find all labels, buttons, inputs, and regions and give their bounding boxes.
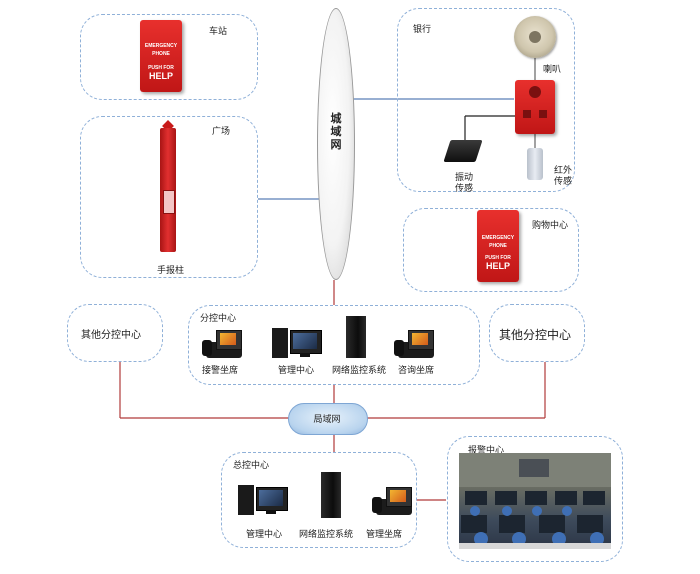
ir-sensor-label-2: 传感: [554, 177, 573, 187]
reception-seat-label: 接警坐席: [202, 366, 239, 376]
wan-label: 城域网: [330, 112, 342, 151]
alarm-center-label: 报警中心: [468, 446, 505, 456]
help-text-shop-4: HELP: [485, 261, 510, 271]
help-text-shop-2: PHONE: [489, 243, 507, 249]
net-monitor-server: [346, 316, 366, 358]
ir-sensor-device: [527, 148, 543, 180]
main-seat-label: 管理坐席: [366, 530, 403, 540]
speaker-label: 喇叭: [543, 65, 562, 75]
hand-pillar-label: 手报柱: [157, 266, 185, 276]
main-mgmt-label: 管理中心: [246, 530, 283, 540]
other-center-right-box: [489, 304, 585, 362]
station-box: [80, 14, 258, 100]
shopping-box: [403, 208, 579, 292]
help-text-2: PHONE: [152, 51, 170, 57]
square-box: [80, 116, 258, 278]
station-label: 车站: [209, 27, 228, 37]
bank-box: [397, 8, 575, 192]
alarm-center-box: [447, 436, 623, 562]
shopping-label: 购物中心: [532, 221, 569, 231]
shake-sensor-label-2: 传感: [455, 184, 474, 194]
help-text-shop-1: EMERGENCY: [481, 235, 515, 241]
consult-seat-phone: [394, 330, 434, 358]
lan-label: 局域网: [313, 415, 341, 425]
sub-center-label: 分控中心: [200, 314, 237, 324]
alarm-center-photo: [459, 453, 611, 549]
mgmt-center-label: 管理中心: [278, 366, 315, 376]
help-text-1: EMERGENCY: [144, 43, 178, 49]
main-center-label: 总控中心: [233, 461, 270, 471]
main-center-box: [221, 452, 417, 548]
other-center-left-label: 其他分控中心: [81, 330, 141, 341]
help-panel-shopping: EMERGENCY PHONE PUSH FOR HELP: [477, 210, 519, 282]
speaker-device: [514, 16, 556, 58]
wan-network: [317, 8, 355, 280]
help-text-shop-3: PUSH FOR: [485, 255, 511, 261]
help-text-3: PUSH FOR: [148, 65, 174, 71]
lan-cloud: [288, 403, 368, 435]
bank-terminal: [515, 80, 555, 134]
shake-sensor-label-1: 振动: [455, 173, 474, 183]
bank-label: 银行: [413, 25, 432, 35]
mgmt-computer: [272, 328, 322, 360]
sub-center-box: [188, 305, 480, 385]
main-mgmt-computer: [238, 485, 288, 517]
reception-seat-phone: [202, 330, 242, 358]
main-seat-phone: [372, 487, 412, 515]
net-monitor-label: 网络监控系统: [332, 366, 387, 376]
main-net-monitor-label: 网络监控系统: [299, 530, 354, 540]
other-center-right-label: 其他分控中心: [499, 328, 572, 342]
ir-sensor-label-1: 红外: [554, 166, 573, 176]
consult-seat-label: 咨询坐席: [398, 366, 435, 376]
other-center-left-box: [67, 304, 163, 362]
help-panel-station: EMERGENCY PHONE PUSH FOR HELP: [140, 20, 182, 92]
hand-alarm-pillar: [158, 120, 178, 255]
main-net-monitor-server: [321, 472, 341, 518]
square-label: 广场: [212, 127, 231, 137]
help-text-4: HELP: [148, 71, 173, 81]
